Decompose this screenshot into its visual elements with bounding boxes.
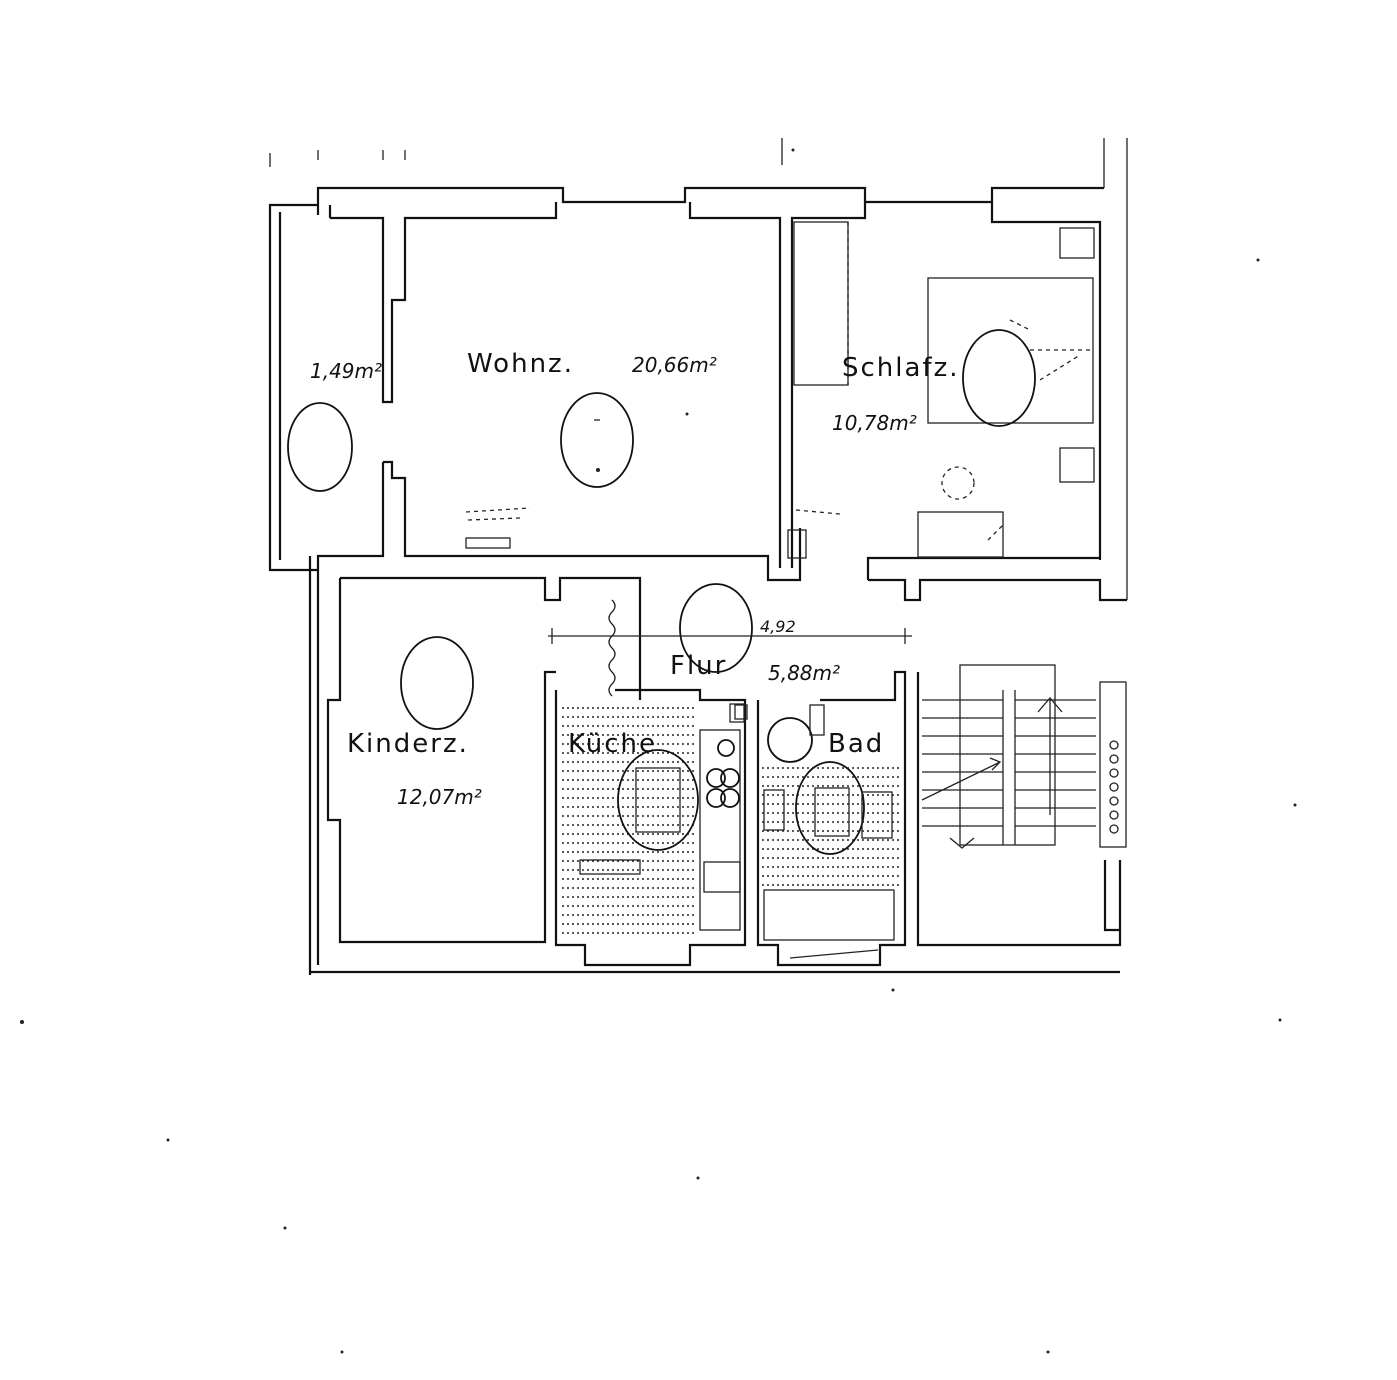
schlafz-area: 10,78m² <box>832 411 917 435</box>
walls <box>268 186 1127 975</box>
flur-label: Flur <box>670 651 727 681</box>
flur-furniture <box>548 583 912 697</box>
staircase <box>921 664 1127 849</box>
top-edge-marks <box>269 138 1128 600</box>
scan-specks <box>20 148 1297 1354</box>
schlafz-furniture <box>787 221 1095 559</box>
schlafz-label: Schlafz. <box>842 353 960 383</box>
kinderz-label: Kinderz. <box>347 729 469 759</box>
wohnz-area: 20,66m² <box>632 353 717 377</box>
bad-label: Bad <box>828 729 884 759</box>
balcony-table-icon <box>287 402 353 492</box>
bad-fixtures <box>734 704 900 959</box>
flur-width-dimension: 4,92 <box>760 617 796 636</box>
kueche-fixtures <box>562 703 745 934</box>
wohnz-furniture <box>465 392 689 549</box>
flur-area: 5,88m² <box>768 661 840 685</box>
kinderz-table-icon <box>400 636 474 730</box>
kueche-label: Küche <box>568 729 657 759</box>
wohnz-label: Wohnz. <box>467 349 574 379</box>
kinderz-area: 12,07m² <box>397 785 482 809</box>
balkon-area: 1,49m² <box>310 359 382 383</box>
